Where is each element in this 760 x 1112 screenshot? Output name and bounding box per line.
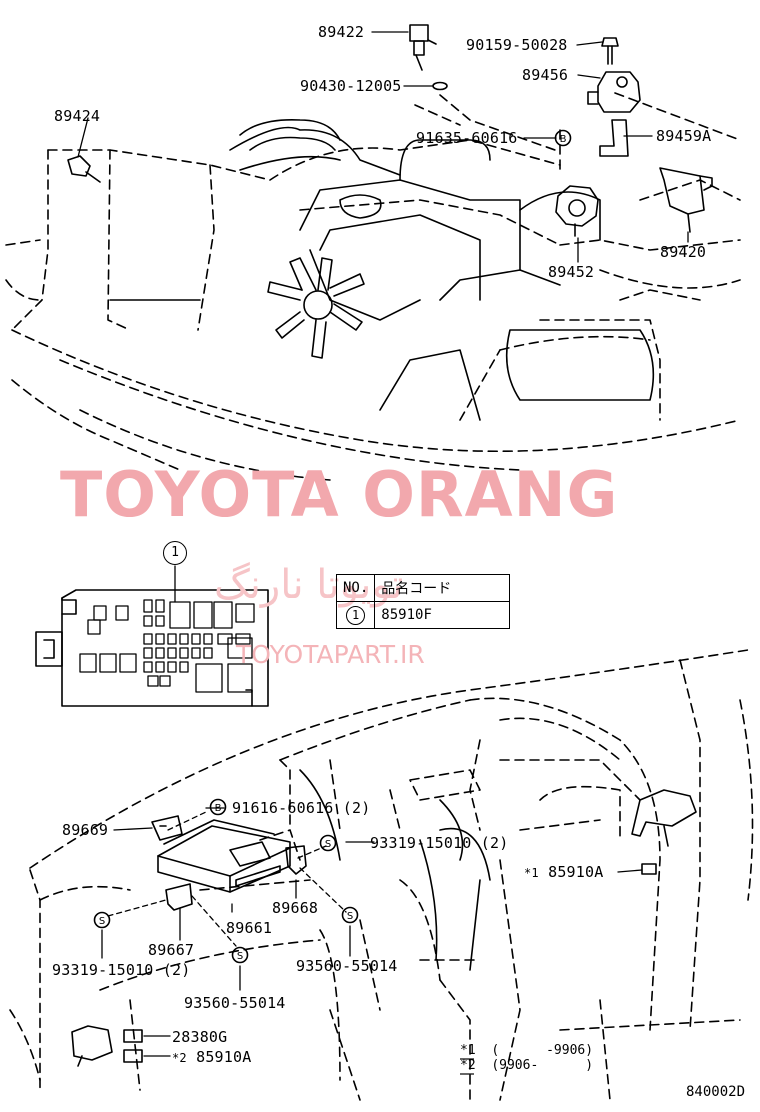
marker-letter: S — [237, 951, 243, 962]
bolt-marker-91635 — [554, 129, 572, 147]
screw-marker-93560-center — [231, 946, 249, 964]
part-89668-bracket — [285, 845, 307, 875]
part-89424-sensor — [67, 155, 101, 183]
part-89422-sensor — [409, 24, 437, 71]
label-91616-60616: 91616-60616 (2) — [232, 799, 371, 817]
label-89661: 89661 — [226, 919, 273, 937]
label-85910A-1: *1 85910A — [524, 864, 603, 881]
marker-letter: S — [99, 916, 105, 927]
label-93319-15010-left: 93319-15010 (2) — [52, 961, 191, 979]
table-row-circle: 1 — [346, 605, 366, 625]
ecu-box-outline — [35, 589, 269, 707]
part-89667-bracket — [165, 883, 193, 911]
label-89669: 89669 — [62, 821, 109, 839]
part-90430-gasket — [432, 81, 448, 91]
label-93560-55014-right: 93560-55014 — [296, 957, 398, 975]
footnote-range-1: ( -9906) — [491, 1043, 594, 1058]
part-code-table: NO. 品名コード 1 85910F — [335, 574, 511, 629]
part-89452-sensor — [555, 185, 599, 237]
leader-lines-top — [77, 31, 689, 263]
ecu-fuse-blocks — [79, 599, 255, 693]
label-89422: 89422 — [318, 23, 365, 41]
mark-star-1: *1 — [524, 866, 539, 880]
table-row-no: 1 — [335, 601, 376, 629]
footnote: *1 ( -9906) *2 (9906- ) — [460, 1043, 593, 1073]
marker-letter: B — [560, 134, 567, 145]
watermark-url: TOYOTAPART.IR — [236, 640, 425, 669]
watermark-main: TOYOTA ORANG — [60, 458, 619, 531]
engine-bay-outline — [5, 92, 741, 481]
dashboard-outline — [9, 649, 754, 1101]
screw-marker-93319-left — [93, 911, 111, 929]
label-85910A-2-code: 85910A — [196, 1048, 252, 1066]
part-89669-bracket — [151, 815, 183, 841]
table-row-code: 85910F — [374, 601, 511, 629]
label-89452: 89452 — [548, 263, 595, 281]
label-85910A-1-code: 85910A — [548, 863, 604, 881]
marker-letter: S — [347, 911, 353, 922]
screw-marker-93319-right — [319, 834, 337, 852]
table-header-code: 品名コード — [374, 574, 511, 602]
part-90159-bolt — [601, 37, 619, 65]
mark-star-2: *2 — [172, 1051, 187, 1065]
radiator-hose — [239, 118, 341, 141]
part-85910A-sensor-1 — [631, 789, 697, 875]
bolt-marker-91616 — [209, 798, 227, 816]
label-93319-15010-right: 93319-15010 (2) — [370, 834, 509, 852]
footnote-range-2: (9906- ) — [491, 1058, 594, 1073]
cooling-fan — [267, 257, 365, 359]
marker-letter: B — [215, 803, 222, 814]
label-89456: 89456 — [522, 66, 569, 84]
marker-letter: S — [325, 839, 331, 850]
callout-1: 1 — [163, 541, 187, 565]
label-89424: 89424 — [54, 107, 101, 125]
label-89667: 89667 — [148, 941, 195, 959]
label-89459A: 89459A — [656, 127, 712, 145]
part-89456-sensor — [587, 71, 641, 113]
document-id: 840002D — [686, 1084, 746, 1100]
leader-lines-bottom — [101, 807, 643, 1057]
label-90430-12005: 90430-12005 — [300, 77, 402, 95]
part-89459A-bracket — [599, 119, 629, 157]
label-89420: 89420 — [660, 243, 707, 261]
label-85910A-2: *2 85910A — [172, 1049, 251, 1066]
part-28380G-relays — [71, 1025, 143, 1067]
label-90159-50028: 90159-50028 — [466, 36, 568, 54]
screw-marker-93560-right — [341, 906, 359, 924]
label-91635-60616: 91635-60616 — [416, 129, 518, 147]
label-28380G: 28380G — [172, 1028, 228, 1046]
table-header-no: NO. — [335, 574, 376, 602]
footnote-mark-2: *2 — [460, 1058, 476, 1073]
footnote-mark-1: *1 — [460, 1043, 476, 1058]
label-89668: 89668 — [272, 899, 319, 917]
label-93560-55014-center: 93560-55014 — [184, 994, 286, 1012]
part-89420-bracket — [659, 167, 705, 233]
dashboard-solid — [299, 769, 491, 971]
part-89661-ecu — [157, 819, 291, 893]
engine-block — [109, 126, 655, 421]
